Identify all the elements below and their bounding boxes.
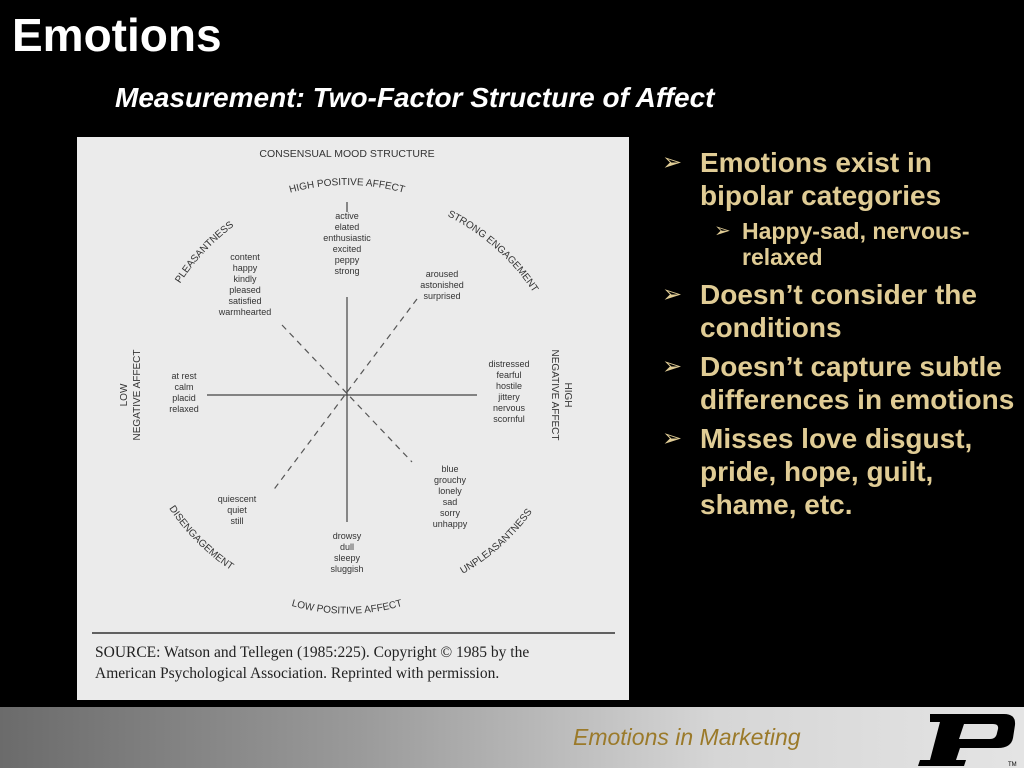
mood-word: lonely bbox=[438, 486, 462, 496]
mood-word: surprised bbox=[423, 291, 460, 301]
mood-word: kindly bbox=[233, 274, 257, 284]
diagram-heading: CONSENSUAL MOOD STRUCTURE bbox=[259, 148, 434, 160]
label-low-positive-affect: LOW POSITIVE AFFECT bbox=[290, 598, 403, 617]
mood-word: dull bbox=[340, 542, 354, 552]
label-high-positive-affect: HIGH POSITIVE AFFECT bbox=[288, 177, 406, 196]
footer-title: Emotions in Marketing bbox=[573, 724, 801, 750]
slide-title: Emotions bbox=[12, 9, 222, 61]
bullet-item: ➢ Doesn’t capture subtle differences in … bbox=[660, 350, 1015, 416]
mood-word: satisfied bbox=[228, 296, 261, 306]
mood-word: drowsy bbox=[333, 531, 362, 541]
mood-word: scornful bbox=[493, 414, 525, 424]
words-right: distressed fearful hostile jittery nervo… bbox=[488, 359, 529, 424]
words-lower-left: quiescent quiet still bbox=[218, 494, 257, 526]
source-citation: SOURCE: Watson and Tellegen (1985:225). … bbox=[95, 642, 615, 684]
mood-word: happy bbox=[233, 263, 258, 273]
bullet-item: ➢ Emotions exist in bipolar categories bbox=[660, 146, 1015, 212]
mood-word: peppy bbox=[335, 255, 360, 265]
mood-word: warmhearted bbox=[218, 307, 272, 317]
label-negative-affect-right: NEGATIVE AFFECT bbox=[549, 350, 560, 441]
bullet-list: ➢ Emotions exist in bipolar categories ➢… bbox=[660, 146, 1015, 527]
label-low: LOW bbox=[119, 383, 130, 406]
mood-word: blue bbox=[441, 464, 458, 474]
mood-word: strong bbox=[334, 266, 359, 276]
words-top: active elated enthusiastic excited peppy… bbox=[323, 211, 371, 276]
mood-word: quiet bbox=[227, 505, 247, 515]
pleasantness-axis bbox=[281, 324, 413, 463]
mood-word: unhappy bbox=[433, 519, 468, 529]
p-letter-shape bbox=[918, 714, 1016, 766]
words-left: at rest calm placid relaxed bbox=[169, 371, 199, 414]
mood-word: active bbox=[335, 211, 359, 221]
footer-bar: Emotions in Marketing TM bbox=[0, 707, 1024, 768]
bullet-text: Emotions exist in bipolar categories bbox=[700, 147, 942, 211]
sub-bullet-item: ➢ Happy-sad, nervous-relaxed bbox=[660, 218, 1015, 270]
label-high: HIGH bbox=[562, 383, 573, 408]
label-disengagement: DISENGAGEMENT bbox=[166, 504, 235, 573]
words-lower-right: blue grouchy lonely sad sorry unhappy bbox=[433, 464, 468, 529]
mood-word: relaxed bbox=[169, 404, 199, 414]
purdue-p-logo: TM bbox=[918, 714, 1017, 768]
sub-bullet-text: Happy-sad, nervous-relaxed bbox=[742, 218, 970, 270]
label-negative-affect-left: NEGATIVE AFFECT bbox=[132, 350, 143, 441]
mood-word: calm bbox=[174, 382, 193, 392]
mood-word: content bbox=[230, 252, 260, 262]
mood-word: aroused bbox=[426, 269, 459, 279]
source-line-2: American Psychological Association. Repr… bbox=[95, 665, 500, 682]
mood-word: grouchy bbox=[434, 475, 467, 485]
trademark-mark: TM bbox=[1008, 762, 1017, 768]
mood-word: jittery bbox=[497, 392, 520, 402]
words-upper-right: aroused astonished surprised bbox=[420, 269, 464, 301]
mood-word: hostile bbox=[496, 381, 522, 391]
arrow-bullet-icon: ➢ bbox=[714, 220, 731, 242]
mood-word: placid bbox=[172, 393, 196, 403]
bullet-item: ➢ Misses love disgust, pride, hope, guil… bbox=[660, 422, 1015, 521]
mood-circumplex-diagram: CONSENSUAL MOOD STRUCTURE HIGH POSITIVE … bbox=[92, 148, 615, 634]
source-line-1: SOURCE: Watson and Tellegen (1985:225). … bbox=[95, 644, 530, 661]
mood-word: fearful bbox=[496, 370, 521, 380]
words-bottom: drowsy dull sleepy sluggish bbox=[330, 531, 363, 574]
mood-word: distressed bbox=[488, 359, 529, 369]
mood-word: sleepy bbox=[334, 553, 361, 563]
mood-word: nervous bbox=[493, 403, 526, 413]
bullet-text: Doesn’t consider the conditions bbox=[700, 279, 977, 343]
mood-word: astonished bbox=[420, 280, 464, 290]
arrow-bullet-icon: ➢ bbox=[662, 353, 683, 380]
mood-word: still bbox=[231, 516, 244, 526]
label-pleasantness: PLEASANTNESS bbox=[173, 219, 236, 285]
words-upper-left: content happy kindly pleased satisfied w… bbox=[218, 252, 272, 317]
engagement-axis bbox=[271, 298, 418, 493]
mood-word: elated bbox=[335, 222, 360, 232]
arrow-bullet-icon: ➢ bbox=[662, 281, 683, 308]
slide-subtitle: Measurement: Two-Factor Structure of Aff… bbox=[115, 82, 715, 113]
mood-word: sorry bbox=[440, 508, 460, 518]
mood-structure-figure: CONSENSUAL MOOD STRUCTURE HIGH POSITIVE … bbox=[77, 137, 629, 700]
arrow-bullet-icon: ➢ bbox=[662, 149, 683, 176]
mood-word: sluggish bbox=[330, 564, 363, 574]
label-unpleasantness: UNPLEASANTNESS bbox=[459, 507, 535, 577]
mood-word: at rest bbox=[171, 371, 197, 381]
mood-word: pleased bbox=[229, 285, 261, 295]
bullet-item: ➢ Doesn’t consider the conditions bbox=[660, 278, 1015, 344]
bullet-text: Misses love disgust, pride, hope, guilt,… bbox=[700, 423, 973, 520]
mood-word: quiescent bbox=[218, 494, 257, 504]
mood-word: excited bbox=[333, 244, 362, 254]
bullet-text: Doesn’t capture subtle differences in em… bbox=[700, 351, 1015, 415]
mood-word: enthusiastic bbox=[323, 233, 371, 243]
arrow-bullet-icon: ➢ bbox=[662, 425, 683, 452]
mood-word: sad bbox=[443, 497, 458, 507]
